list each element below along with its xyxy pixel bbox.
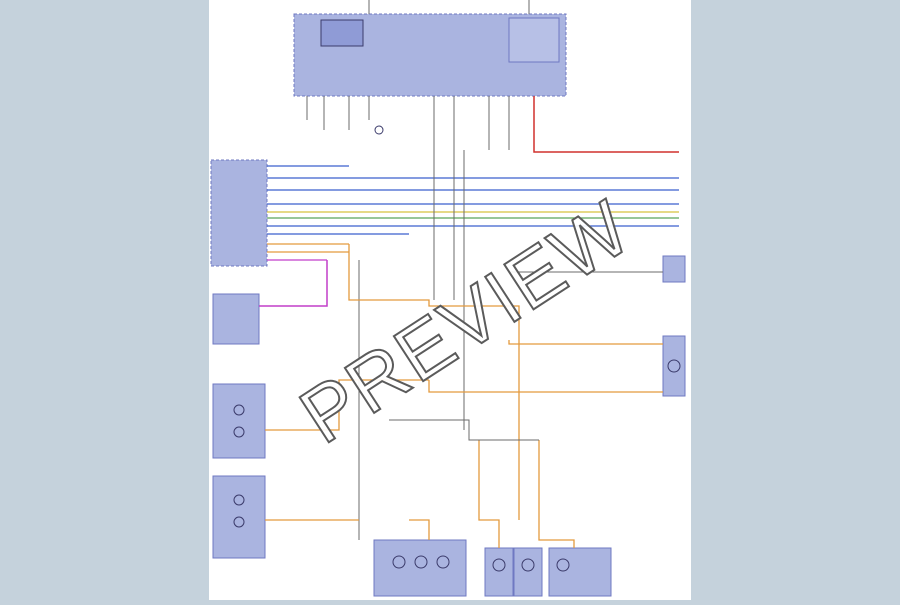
module-trunk-wires	[306, 96, 510, 540]
lamp-symbol-2	[414, 555, 428, 569]
bottom-lamp-module-2	[484, 547, 514, 597]
orange-lamp-wires	[265, 244, 663, 548]
top-module-relay	[320, 19, 364, 47]
right-switch-module	[662, 255, 686, 283]
lamp-symbol-10	[233, 494, 245, 506]
top-module-sub-block	[508, 17, 560, 63]
red-feed-wire	[533, 96, 679, 153]
connector-wires	[267, 165, 679, 261]
left-switch-module-1	[212, 293, 260, 345]
lamp-symbol-5	[521, 558, 535, 572]
lamp-symbol-1	[392, 555, 406, 569]
left-lamp-module-1	[212, 383, 266, 459]
lamp-symbol-6	[556, 558, 570, 572]
magenta-wire	[259, 260, 328, 307]
right-switch-wires	[389, 271, 663, 441]
lamp-symbol-9	[233, 426, 245, 438]
ground-symbol-1	[374, 125, 384, 135]
bottom-lamp-module-4	[548, 547, 612, 597]
bottom-lamp-module-3	[513, 547, 543, 597]
right-lamp-module	[662, 335, 686, 397]
lamp-symbol-11	[233, 516, 245, 528]
wiring-diagram-sheet	[209, 0, 691, 600]
left-connector-block	[210, 159, 268, 267]
lamp-symbol-8	[233, 404, 245, 416]
lamp-symbol-3	[436, 555, 450, 569]
lamp-symbol-4	[492, 558, 506, 572]
lamp-symbol-7	[667, 359, 681, 373]
